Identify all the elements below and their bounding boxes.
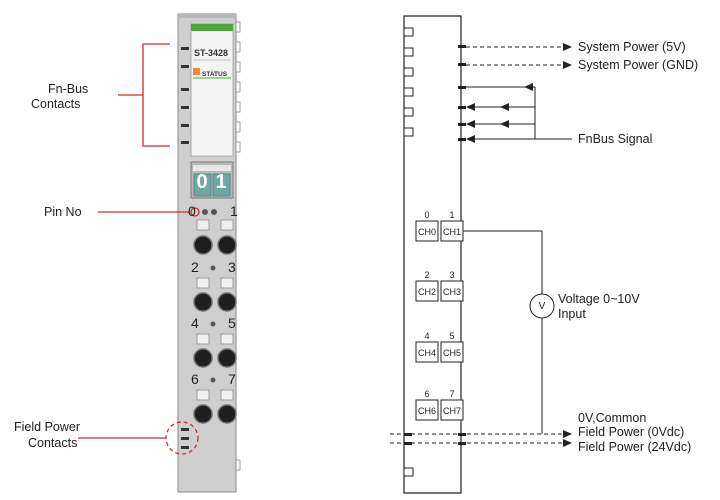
field-power-0v-arrow [563,430,572,438]
fnbus-contacts [181,47,189,144]
field-power-24v-label: Field Power (24Vdc) [578,440,692,454]
ch0-number: 0 [424,210,430,220]
ch1-label: CH1 [442,227,461,237]
display-digit-0-text: 0 [196,171,208,193]
field-power-contacts [181,428,189,449]
ch1-number: 1 [449,210,455,220]
ch5-box [440,341,464,363]
fnbus-label-line2: Contacts [31,97,81,111]
ch3-box [440,280,464,302]
system-power-5v-label: System Power (5V) [578,40,686,54]
voltage-input-label-line1: Voltage 0~10V [558,292,640,306]
pin-number-1: 1 [230,203,238,219]
field-power-label-line2: Contacts [28,436,78,450]
voltage-loop [463,230,555,434]
ch6-label: CH6 [417,406,436,416]
sys-power-5v-arrow [563,43,572,51]
ch6-number: 6 [424,389,430,399]
ch2-box [415,280,439,302]
common-label: 0V,Common [578,411,647,425]
voltmeter-symbol [529,293,555,319]
ch5-number: 5 [449,331,455,341]
pin-number-5: 5 [228,315,236,331]
display-digit-1-text: 1 [215,171,227,193]
voltmeter-symbol-text: V [538,301,546,312]
ch5-label: CH5 [442,348,461,358]
field-power-label-line1: Field Power [14,420,80,434]
label-green-strip [191,24,233,31]
display-digit-1 [212,173,231,197]
module-model-label: ST-3428 [194,48,229,58]
ch6-box [415,399,439,421]
pin-number-7: 7 [228,371,236,387]
display-digit-0 [193,173,212,197]
module-label-card [190,23,234,157]
fnbus-arrows [466,83,533,143]
terminal-block [193,209,237,424]
callouts [78,43,200,455]
schematic [390,15,572,494]
fnbus-bracket [142,43,170,147]
channel-boxes [415,220,464,421]
pin-no-label: Pin No [44,205,82,219]
io-module [177,13,241,493]
ch7-box [440,399,464,421]
ch3-label: CH3 [442,287,461,297]
ch7-label: CH7 [442,406,461,416]
ch0-label: CH0 [417,227,436,237]
ch3-number: 3 [449,270,455,280]
schematic-outline [403,15,462,494]
pin-number-0: 0 [188,203,196,219]
fnbus-label-line1: Fn-Bus [48,82,89,96]
pin-number-3: 3 [228,259,236,275]
ch2-label: CH2 [417,287,436,297]
field-power-24v-arrow [563,439,572,447]
ch0-box [415,220,439,242]
ch4-box [415,341,439,363]
voltage-input-label-line2: Input [558,307,586,321]
system-power-gnd-label: System Power (GND) [578,58,699,72]
ch4-number: 4 [424,331,430,341]
ch2-number: 2 [424,270,430,280]
field-power-0v-label: Field Power (0Vdc) [578,425,685,439]
pin-number-2: 2 [191,259,199,275]
fnbus-signal-label: FnBus Signal [578,132,653,146]
sys-power-gnd-arrow [563,61,572,69]
status-led [193,68,200,75]
pin-no-marker [190,207,200,217]
ch4-label: CH4 [417,348,436,358]
ch7-number: 7 [449,389,455,399]
pin-number-6: 6 [191,371,199,387]
module-status-label: STATUS [202,71,228,78]
pin-number-4: 4 [191,315,199,331]
